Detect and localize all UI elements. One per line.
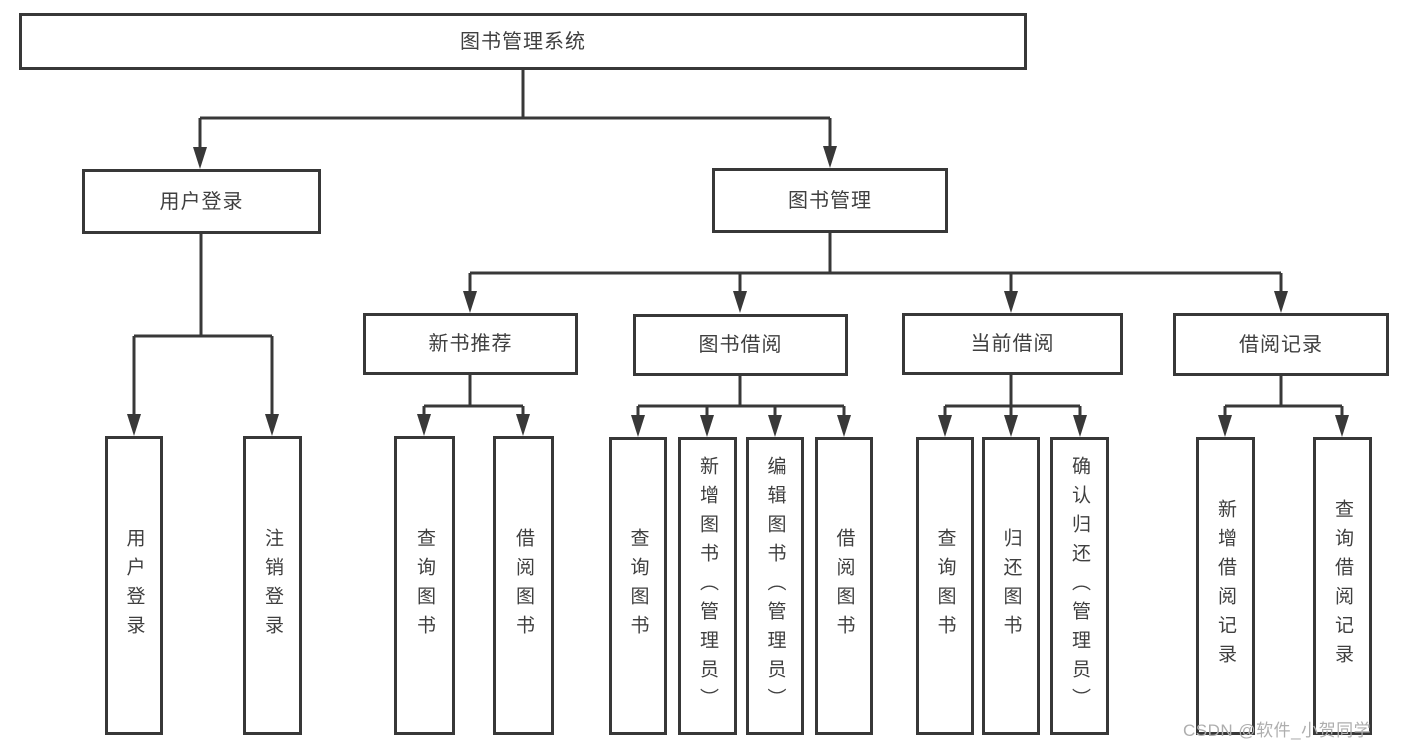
leaf-query-books-recommend: 查询图书 (394, 436, 455, 735)
node-label: 借阅图书 (513, 527, 534, 644)
node-label: 用户登录 (123, 527, 145, 644)
node-label: 当前借阅 (970, 333, 1055, 355)
node-label: 图书借阅 (698, 334, 783, 356)
leaf-borrow-books-borrowing: 借阅图书 (815, 437, 873, 735)
node-current-borrowing: 当前借阅 (902, 313, 1123, 375)
leaf-confirm-return-admin: 确认归还（管理员） (1050, 437, 1109, 735)
node-user-login: 用户登录 (82, 169, 321, 234)
node-borrowing-records: 借阅记录 (1173, 313, 1389, 376)
node-label: 图书管理系统 (460, 30, 586, 53)
leaf-borrow-books-recommend: 借阅图书 (493, 436, 554, 735)
leaf-return-books: 归还图书 (982, 437, 1040, 735)
node-label: 编辑图书（管理员） (764, 455, 786, 717)
leaf-add-borrow-record: 新增借阅记录 (1196, 437, 1255, 735)
connector-group (132, 70, 1344, 431)
node-label: 新书推荐 (428, 333, 513, 355)
leaf-add-books-admin: 新增图书（管理员） (678, 437, 737, 735)
node-label: 借阅图书 (833, 528, 855, 644)
leaf-query-books-borrowing: 查询图书 (609, 437, 667, 735)
node-label: 确认归还（管理员） (1069, 455, 1090, 717)
leaf-edit-books-admin: 编辑图书（管理员） (746, 437, 804, 735)
node-label: 图书管理 (788, 189, 872, 212)
leaf-query-books-current: 查询图书 (916, 437, 974, 735)
node-label: 新增借阅记录 (1215, 499, 1236, 673)
node-label: 查询图书 (414, 527, 435, 644)
node-label: 新增图书（管理员） (697, 455, 718, 717)
leaf-query-borrow-record: 查询借阅记录 (1313, 437, 1372, 735)
node-label: 查询图书 (627, 528, 649, 644)
leaf-user-login: 用户登录 (105, 436, 163, 735)
leaf-logout: 注销登录 (243, 436, 302, 735)
node-label: 借阅记录 (1239, 333, 1323, 356)
node-label: 归还图书 (1000, 528, 1022, 644)
node-system-root: 图书管理系统 (19, 13, 1027, 70)
node-new-book-recommendation: 新书推荐 (363, 313, 578, 375)
node-label: 查询图书 (934, 528, 956, 644)
csdn-watermark: CSDN @软件_小贺同学 (1183, 721, 1372, 740)
node-book-borrowing: 图书借阅 (633, 314, 848, 376)
node-book-management: 图书管理 (712, 168, 948, 233)
node-label: 查询借阅记录 (1332, 499, 1353, 673)
node-label: 注销登录 (262, 527, 283, 644)
node-label: 用户登录 (159, 190, 244, 213)
